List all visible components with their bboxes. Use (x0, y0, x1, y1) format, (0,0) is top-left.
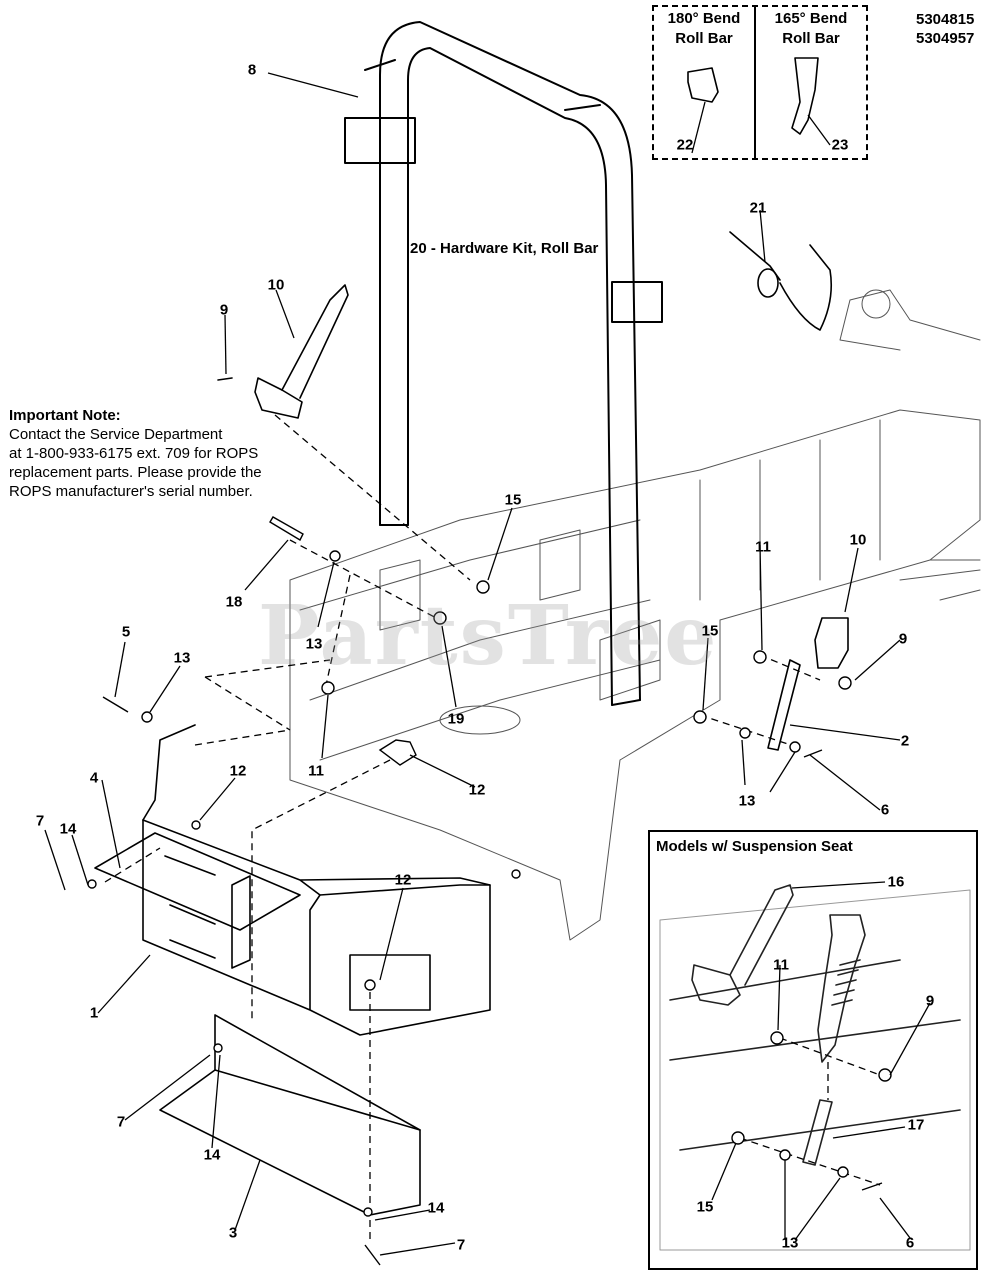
pan-3 (159, 1014, 421, 1216)
important-note-line: Contact the Service Department (9, 426, 223, 443)
important-note-line: at 1-800-933-6175 ext. 709 for ROPS (9, 445, 259, 462)
mower-frame (289, 289, 981, 941)
callout-7: 7 (456, 1236, 466, 1254)
hitch-pin-21 (729, 231, 833, 331)
callout-9: 9 (898, 630, 908, 648)
callout-15-inset: 15 (696, 1198, 714, 1216)
plate-4 (94, 832, 301, 931)
callout-22: 22 (676, 136, 694, 154)
mounting-plate-1 (142, 724, 491, 1036)
callout-10: 10 (849, 531, 867, 549)
callout-6-inset: 6 (905, 1234, 915, 1252)
callout-15: 15 (701, 622, 719, 640)
callout-11: 11 (755, 538, 771, 556)
roll-bar (344, 21, 663, 706)
callout-5: 5 (121, 623, 131, 641)
important-note-line: replacement parts. Please provide the (9, 464, 262, 481)
seat-belt-right (814, 617, 849, 669)
callout-14: 14 (203, 1146, 221, 1164)
important-note: Important Note: Contact the Service Depa… (9, 406, 262, 501)
bracket-2 (767, 659, 801, 751)
bend-165-label: 165° Bend Roll Bar (774, 10, 848, 47)
suspension-inset-drawing (659, 884, 971, 1251)
callout-12: 12 (468, 781, 486, 799)
callout-4: 4 (89, 769, 99, 787)
callout-14: 14 (59, 820, 77, 838)
callout-8: 8 (247, 61, 257, 79)
callout-17: 17 (907, 1116, 925, 1134)
callout-7: 7 (116, 1113, 126, 1131)
callout-1: 1 (89, 1004, 99, 1022)
callout-14: 14 (427, 1199, 445, 1217)
callout-18: 18 (225, 593, 243, 611)
clip-23 (791, 57, 819, 135)
clip-22 (687, 67, 719, 103)
callout-10: 10 (267, 276, 285, 294)
inset-divider (754, 6, 756, 158)
part-number-2: 5304957 (916, 30, 975, 47)
callout-9-inset: 9 (925, 992, 935, 1010)
callout-2: 2 (900, 732, 910, 750)
callout-13: 13 (305, 635, 323, 653)
callout-15: 15 (504, 491, 522, 509)
callout-12: 12 (394, 871, 412, 889)
seat-belt-left (217, 284, 349, 419)
part-number-1: 5304815 (916, 11, 975, 28)
callout-13-inset: 13 (781, 1234, 799, 1252)
callout-6: 6 (880, 801, 890, 819)
callout-11: 11 (308, 762, 324, 780)
callout-13: 13 (738, 792, 756, 810)
callout-11-inset: 11 (773, 956, 789, 974)
important-note-line: ROPS manufacturer's serial number. (9, 483, 253, 500)
bend-180-label: 180° Bend Roll Bar (667, 10, 741, 47)
roll-bar-options-box (652, 5, 868, 160)
watermark: PartsTree (258, 588, 719, 684)
hardware-kit-label: 20 - Hardware Kit, Roll Bar (410, 240, 599, 257)
callout-23: 23 (831, 136, 849, 154)
callout-3: 3 (228, 1224, 238, 1242)
callout-16: 16 (887, 873, 905, 891)
callout-13: 13 (173, 649, 191, 667)
callout-19: 19 (447, 710, 465, 728)
callout-21: 21 (749, 199, 767, 217)
suspension-inset-title: Models w/ Suspension Seat (656, 838, 853, 855)
suspension-seat-inset (648, 830, 978, 1270)
callout-9: 9 (219, 301, 229, 319)
callout-7: 7 (35, 812, 45, 830)
important-note-heading: Important Note: (9, 407, 121, 424)
callout-12: 12 (229, 762, 247, 780)
